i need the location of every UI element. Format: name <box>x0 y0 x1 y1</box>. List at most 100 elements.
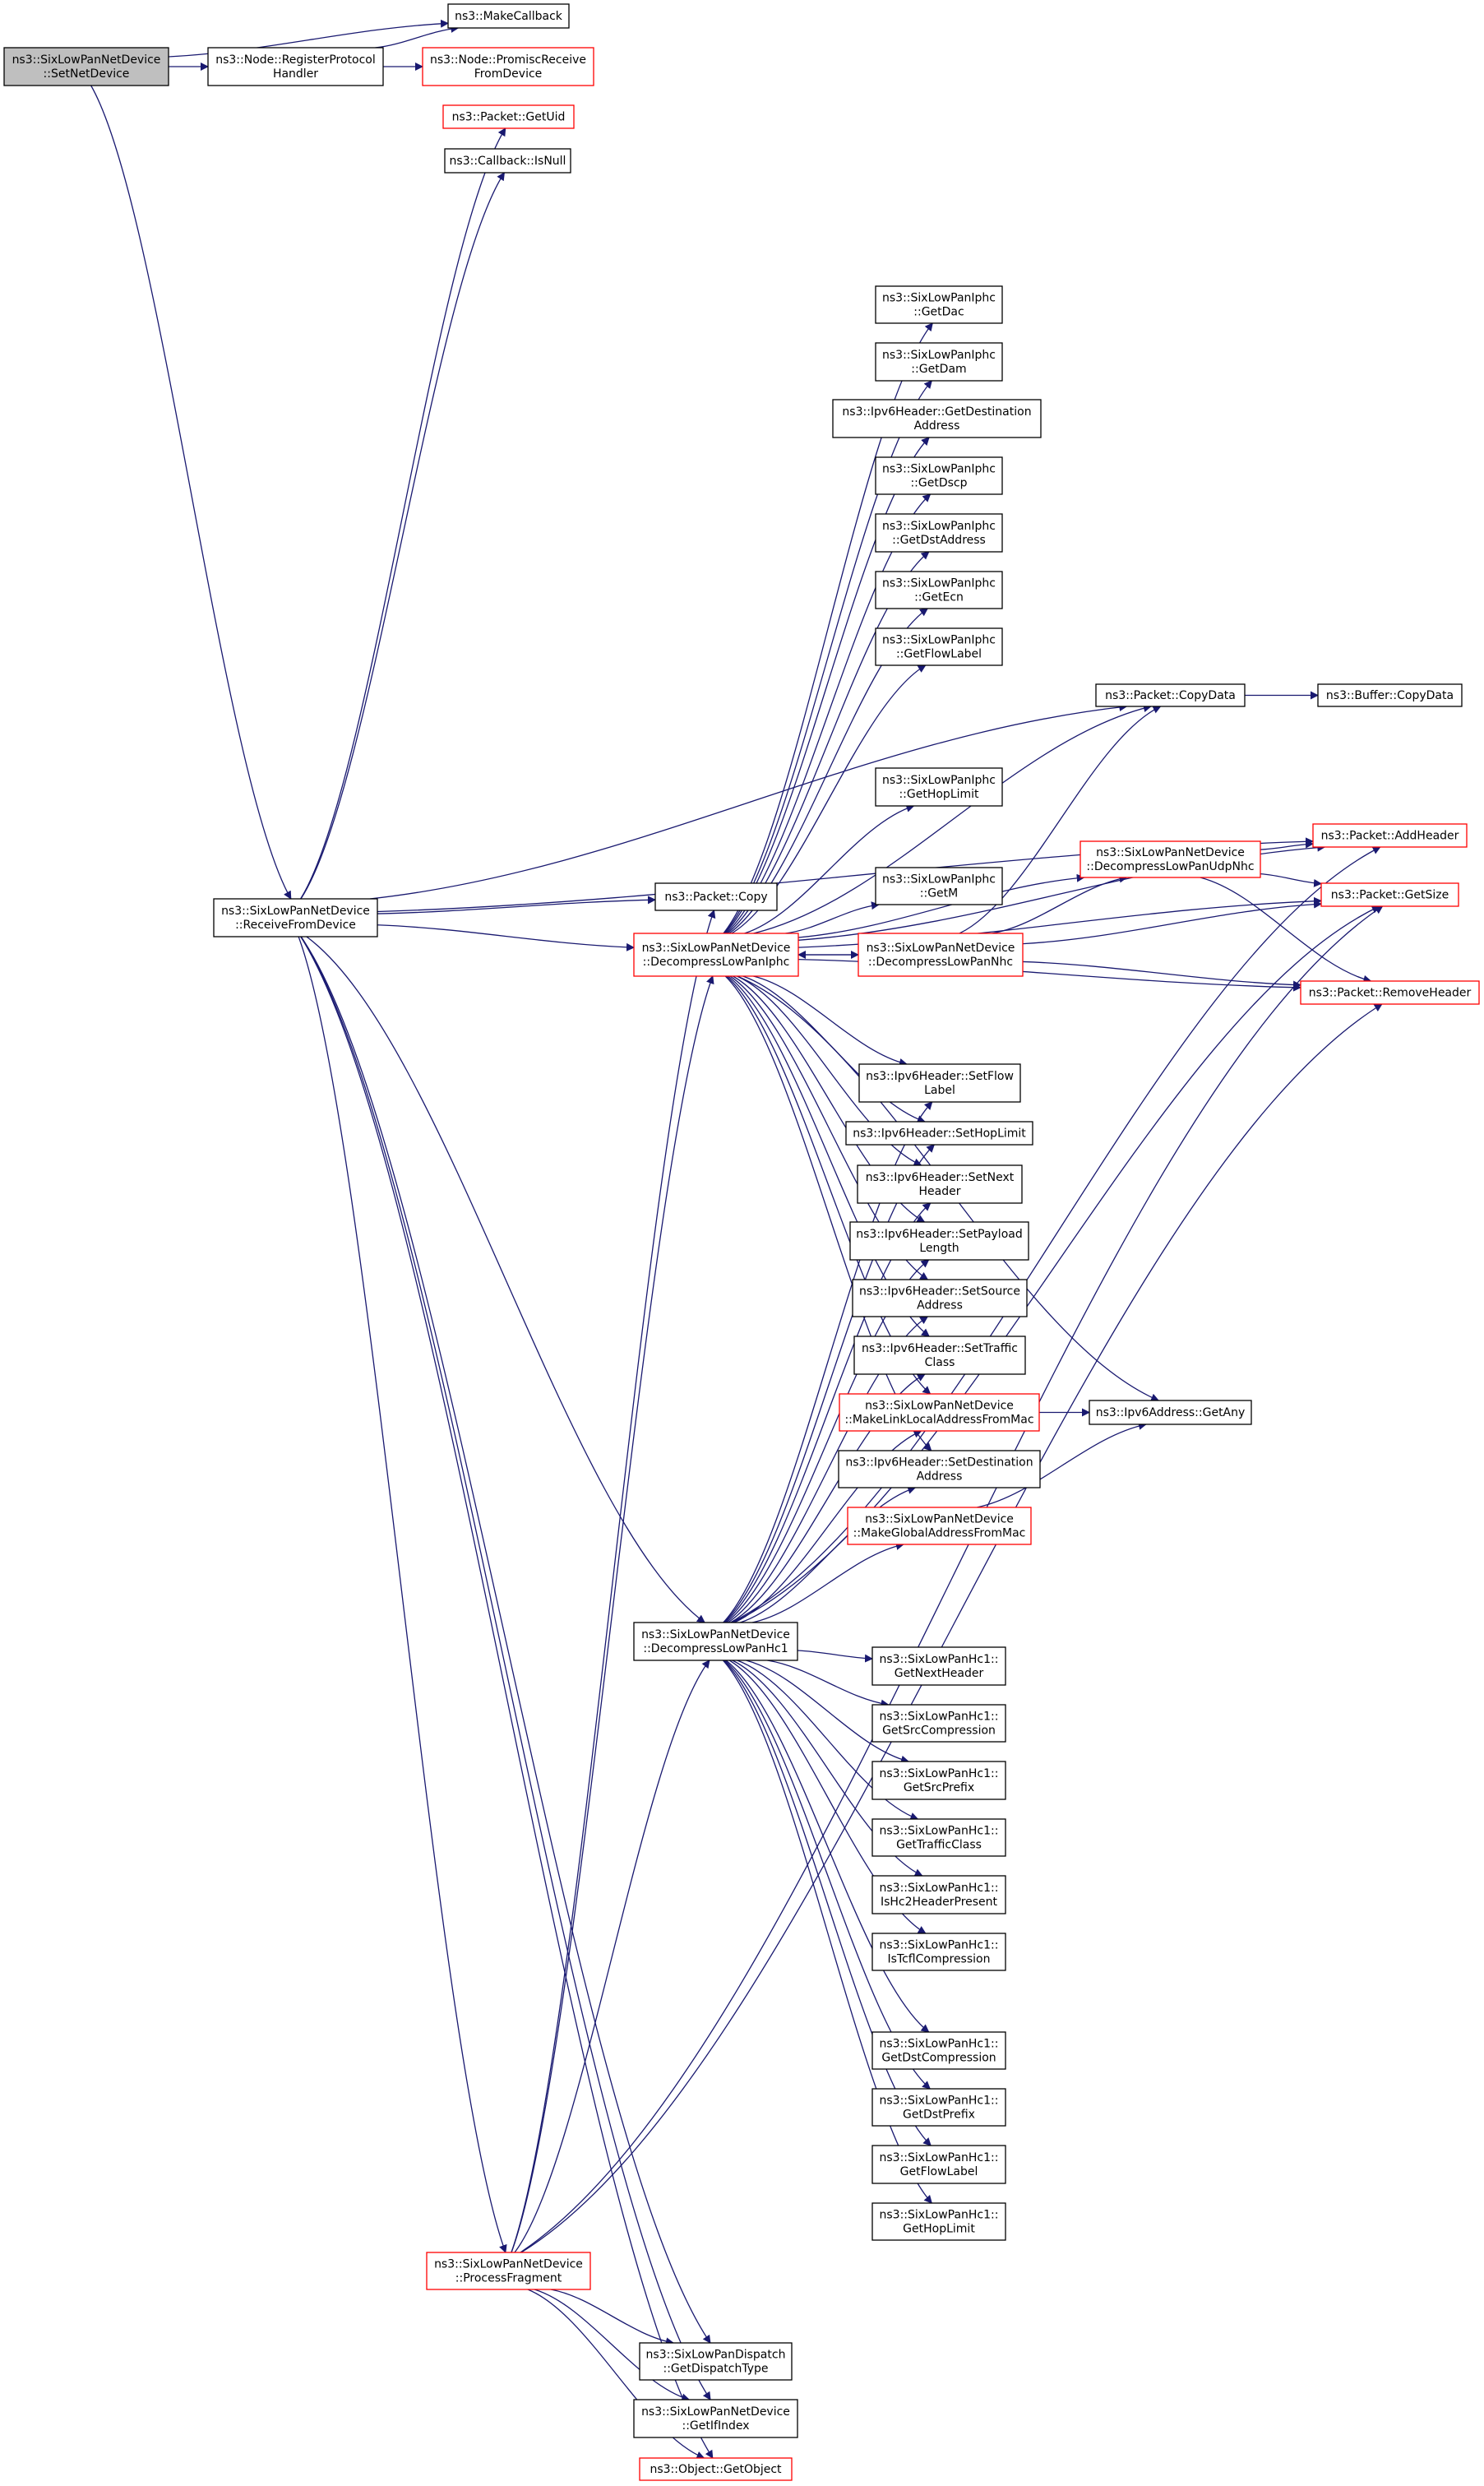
node-box[interactable] <box>871 1646 1006 1686</box>
node-procfrag[interactable]: ns3::SixLowPanNetDevice::ProcessFragment <box>426 2252 591 2290</box>
node-hc1srccomp[interactable]: ns3::SixLowPanHc1::GetSrcCompression <box>871 1704 1006 1743</box>
node-removeheader[interactable]: ns3::Packet::RemoveHeader <box>1300 980 1480 1005</box>
node-box[interactable] <box>871 1818 1006 1857</box>
node-box[interactable] <box>858 933 1024 977</box>
node-getobject[interactable]: ns3::Object::GetObject <box>639 2457 793 2481</box>
node-pcopy[interactable]: ns3::Packet::Copy <box>654 882 778 911</box>
node-getdstaddress[interactable]: ns3::SixLowPanIphc::GetDstAddress <box>875 513 1003 553</box>
node-udpnhc[interactable]: ns3::SixLowPanNetDevice::DecompressLowPa… <box>1079 840 1261 878</box>
node-getecn[interactable]: ns3::SixLowPanIphc::GetEcn <box>875 571 1003 609</box>
node-dispatch[interactable]: ns3::SixLowPanDispatch::GetDispatchType <box>639 2342 793 2381</box>
node-isnull[interactable]: ns3::Callback::IsNull <box>444 148 571 174</box>
node-box[interactable] <box>871 1704 1006 1743</box>
node-copydata[interactable]: ns3::Packet::CopyData <box>1095 683 1246 707</box>
node-box[interactable] <box>639 2457 793 2481</box>
node-box[interactable] <box>3 47 169 86</box>
node-hc1traffic[interactable]: ns3::SixLowPanHc1::GetTrafficClass <box>871 1818 1006 1857</box>
node-iphc[interactable]: ns3::SixLowPanNetDevice::DecompressLowPa… <box>633 933 799 977</box>
node-box[interactable] <box>1312 823 1468 848</box>
node-box[interactable] <box>845 1121 1033 1146</box>
node-box[interactable] <box>1095 683 1246 707</box>
node-addheader[interactable]: ns3::Packet::AddHeader <box>1312 823 1468 848</box>
node-hc1dstprefix[interactable]: ns3::SixLowPanHc1::GetDstPrefix <box>871 2088 1006 2127</box>
node-box[interactable] <box>1079 840 1261 878</box>
node-makeglobal[interactable]: ns3::SixLowPanNetDevice::MakeGlobalAddre… <box>847 1507 1032 1545</box>
node-box[interactable] <box>875 342 1003 382</box>
node-hc1[interactable]: ns3::SixLowPanNetDevice::DecompressLowPa… <box>633 1622 798 1661</box>
node-hc1flow[interactable]: ns3::SixLowPanHc1::GetFlowLabel <box>871 2145 1006 2184</box>
node-box[interactable] <box>213 898 378 937</box>
node-box[interactable] <box>858 1063 1021 1103</box>
node-box[interactable] <box>444 148 571 174</box>
node-box[interactable] <box>871 1933 1006 1971</box>
node-box[interactable] <box>852 1279 1028 1317</box>
node-makelinklocal[interactable]: ns3::SixLowPanNetDevice::MakeLinkLocalAd… <box>839 1393 1040 1432</box>
node-makecb[interactable]: ns3::MakeCallback <box>447 3 570 29</box>
node-getifindex[interactable]: ns3::SixLowPanNetDevice::GetIfIndex <box>633 2399 798 2438</box>
node-box[interactable] <box>875 571 1003 609</box>
node-box[interactable] <box>875 513 1003 553</box>
node-getdac[interactable]: ns3::SixLowPanIphc::GetDac <box>875 285 1003 324</box>
node-hc1ishc2[interactable]: ns3::SixLowPanHc1::IsHc2HeaderPresent <box>871 1875 1006 1914</box>
node-box[interactable] <box>857 1164 1023 1204</box>
node-bufcopy[interactable]: ns3::Buffer::CopyData <box>1317 683 1463 707</box>
node-hc1istcfl[interactable]: ns3::SixLowPanHc1::IsTcflCompression <box>871 1933 1006 1971</box>
node-hc1srcprefix[interactable]: ns3::SixLowPanHc1::GetSrcPrefix <box>871 1761 1006 1800</box>
node-box[interactable] <box>871 2031 1006 2070</box>
node-box[interactable] <box>832 399 1042 438</box>
node-hc1dstcomp[interactable]: ns3::SixLowPanHc1::GetDstCompression <box>871 2031 1006 2070</box>
node-getm[interactable]: ns3::SixLowPanIphc::GetM <box>875 867 1003 905</box>
node-box[interactable] <box>875 456 1003 495</box>
node-box[interactable] <box>871 1761 1006 1800</box>
node-box[interactable] <box>1089 1400 1252 1425</box>
node-box[interactable] <box>1317 683 1463 707</box>
node-box[interactable] <box>838 1450 1041 1488</box>
node-box[interactable] <box>442 104 575 129</box>
node-box[interactable] <box>875 867 1003 905</box>
node-box[interactable] <box>1320 882 1459 907</box>
node-box[interactable] <box>871 2088 1006 2127</box>
node-box[interactable] <box>447 3 570 29</box>
node-box[interactable] <box>839 1393 1040 1432</box>
node-box[interactable] <box>654 882 778 911</box>
node-iphcflow[interactable]: ns3::SixLowPanIphc::GetFlowLabel <box>875 627 1003 666</box>
node-box[interactable] <box>633 933 799 977</box>
node-getdscp[interactable]: ns3::SixLowPanIphc::GetDscp <box>875 456 1003 495</box>
node-getdam[interactable]: ns3::SixLowPanIphc::GetDam <box>875 342 1003 382</box>
node-getany[interactable]: ns3::Ipv6Address::GetAny <box>1089 1400 1252 1425</box>
node-box[interactable] <box>875 285 1003 324</box>
node-box[interactable] <box>207 47 384 86</box>
node-hc1hop[interactable]: ns3::SixLowPanHc1::GetHopLimit <box>871 2202 1006 2241</box>
node-box[interactable] <box>871 1875 1006 1914</box>
node-sethop[interactable]: ns3::Ipv6Header::SetHopLimit <box>845 1121 1033 1146</box>
node-nhc[interactable]: ns3::SixLowPanNetDevice::DecompressLowPa… <box>858 933 1024 977</box>
node-iphchop[interactable]: ns3::SixLowPanIphc::GetHopLimit <box>875 767 1003 807</box>
node-hc1next[interactable]: ns3::SixLowPanHc1::GetNextHeader <box>871 1646 1006 1686</box>
node-getuid[interactable]: ns3::Packet::GetUid <box>442 104 575 129</box>
node-box[interactable] <box>1300 980 1480 1005</box>
node-setnet[interactable]: ns3::SixLowPanNetDevice::SetNetDevice <box>3 47 169 86</box>
node-box[interactable] <box>426 2252 591 2290</box>
node-box[interactable] <box>853 1336 1026 1375</box>
node-box[interactable] <box>639 2342 793 2381</box>
node-box[interactable] <box>875 767 1003 807</box>
node-box[interactable] <box>847 1507 1032 1545</box>
node-box[interactable] <box>849 1221 1029 1261</box>
node-box[interactable] <box>871 2202 1006 2241</box>
node-getsize[interactable]: ns3::Packet::GetSize <box>1320 882 1459 907</box>
node-box[interactable] <box>875 627 1003 666</box>
node-box[interactable] <box>422 47 594 86</box>
node-box[interactable] <box>633 2399 798 2438</box>
node-recv[interactable]: ns3::SixLowPanNetDevice::ReceiveFromDevi… <box>213 898 378 937</box>
node-box[interactable] <box>871 2145 1006 2184</box>
node-box[interactable] <box>633 1622 798 1661</box>
